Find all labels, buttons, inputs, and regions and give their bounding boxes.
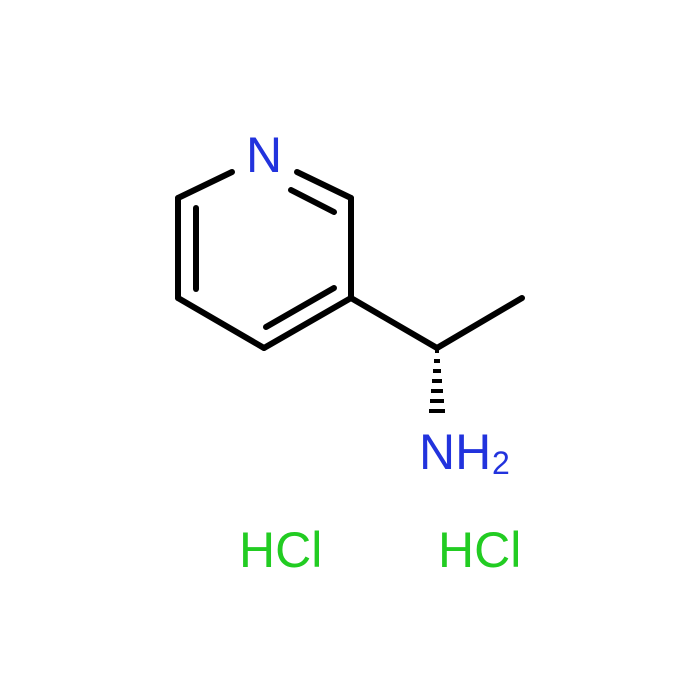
amine-subscript: 2: [492, 445, 510, 481]
hcl-counterion-left: HCl: [239, 522, 322, 578]
bond-c3-chiral-carbon: [348, 295, 440, 351]
ring-nitrogen-label: N: [246, 127, 282, 183]
bond-chiral-carbon-methyl: [434, 295, 525, 351]
bond-c4-c5: [175, 295, 267, 351]
bond-c6-n1: [175, 169, 235, 201]
bond-n1-c2: [294, 169, 354, 201]
amine-label: NH: [419, 424, 491, 480]
double-bond-n1-c2-inner: [288, 187, 337, 215]
hashed-wedge-bond: [429, 349, 445, 413]
hcl-counterion-right: HCl: [438, 522, 521, 578]
bond-c3-c4: [261, 295, 354, 351]
double-bond-c3-c4-inner: [263, 285, 337, 330]
